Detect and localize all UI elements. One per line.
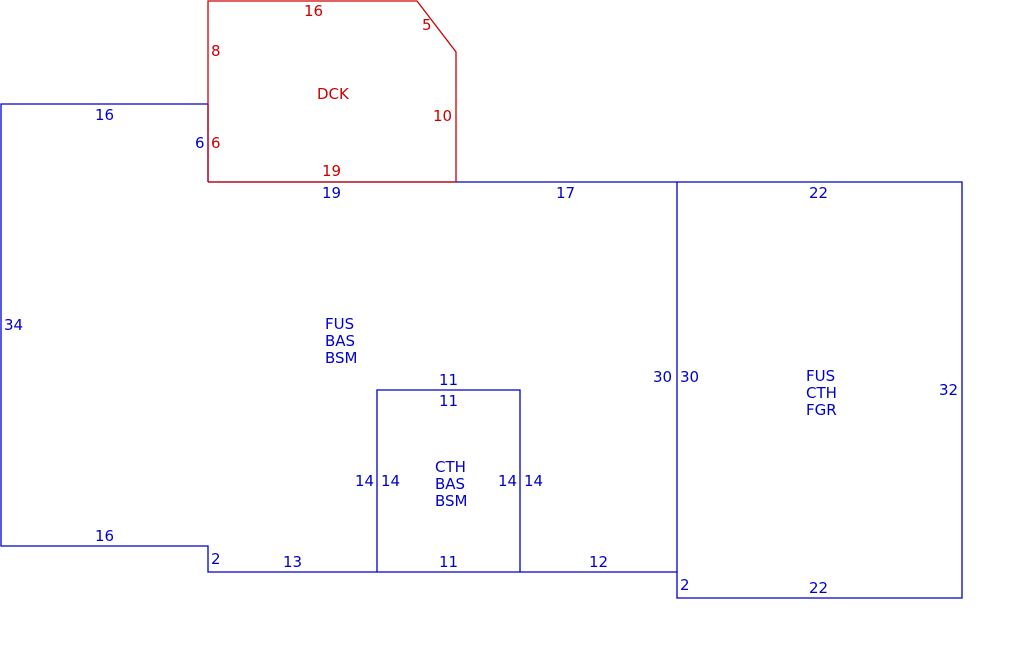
deck-dim-left: 8 — [211, 42, 221, 60]
garage-dim-right: 32 — [939, 381, 958, 399]
garage-dim-step: 2 — [680, 576, 690, 594]
garage-labels: FUS CTH FGR 22 30 32 2 22 — [680, 184, 958, 597]
inset-dim-left-inner: 14 — [381, 472, 400, 490]
inset-dim-top-outer: 11 — [439, 371, 458, 389]
inset-area-label-2: BAS — [435, 475, 465, 493]
deck-dim-right: 10 — [433, 107, 452, 125]
deck-labels: DCK 16 5 8 10 6 19 — [211, 2, 452, 180]
main-dim-top-left: 16 — [95, 106, 114, 124]
garage-outline — [676, 181, 963, 599]
inset-area-label-1: CTH — [435, 458, 466, 476]
main-dim-bottom-a: 13 — [283, 553, 302, 571]
inset-dim-right-inner: 14 — [498, 472, 517, 490]
main-dim-left: 34 — [4, 316, 23, 334]
deck-dim-diag: 5 — [422, 16, 432, 34]
inset-room-outline — [376, 389, 521, 572]
inset-dim-top-inner: 11 — [439, 392, 458, 410]
deck-dim-top: 16 — [304, 2, 323, 20]
garage-area-label-1: FUS — [806, 367, 835, 385]
main-area-label-2: BAS — [325, 332, 355, 350]
deck-outline — [207, 0, 457, 183]
garage-area-label-3: FGR — [806, 401, 837, 419]
main-dim-bottom-b: 12 — [589, 553, 608, 571]
inset-area-label-3: BSM — [435, 492, 468, 510]
deck-dim-bottom: 19 — [322, 162, 341, 180]
deck-dim-shared: 6 — [211, 134, 221, 152]
garage-dim-top: 22 — [809, 184, 828, 202]
garage-dim-bottom: 22 — [809, 579, 828, 597]
main-area-label-1: FUS — [325, 315, 354, 333]
main-dim-step: 6 — [195, 134, 205, 152]
main-area-labels: FUS BAS BSM 16 6 19 17 34 30 16 2 13 12 — [4, 106, 672, 571]
inset-dim-right-outer: 14 — [524, 472, 543, 490]
main-dim-right: 30 — [653, 368, 672, 386]
inset-dim-bottom: 11 — [439, 553, 458, 571]
main-dim-top-right: 17 — [556, 184, 575, 202]
main-area-label-3: BSM — [325, 349, 358, 367]
inset-room-labels: CTH BAS BSM 11 11 14 14 14 14 11 — [355, 371, 543, 571]
main-dim-step-bottom: 2 — [211, 550, 221, 568]
main-dim-top-mid: 19 — [322, 184, 341, 202]
deck-area-label: DCK — [317, 85, 350, 103]
main-dim-bottom-left: 16 — [95, 527, 114, 545]
garage-area-label-2: CTH — [806, 384, 837, 402]
inset-dim-left-outer: 14 — [355, 472, 374, 490]
garage-dim-left: 30 — [680, 368, 699, 386]
